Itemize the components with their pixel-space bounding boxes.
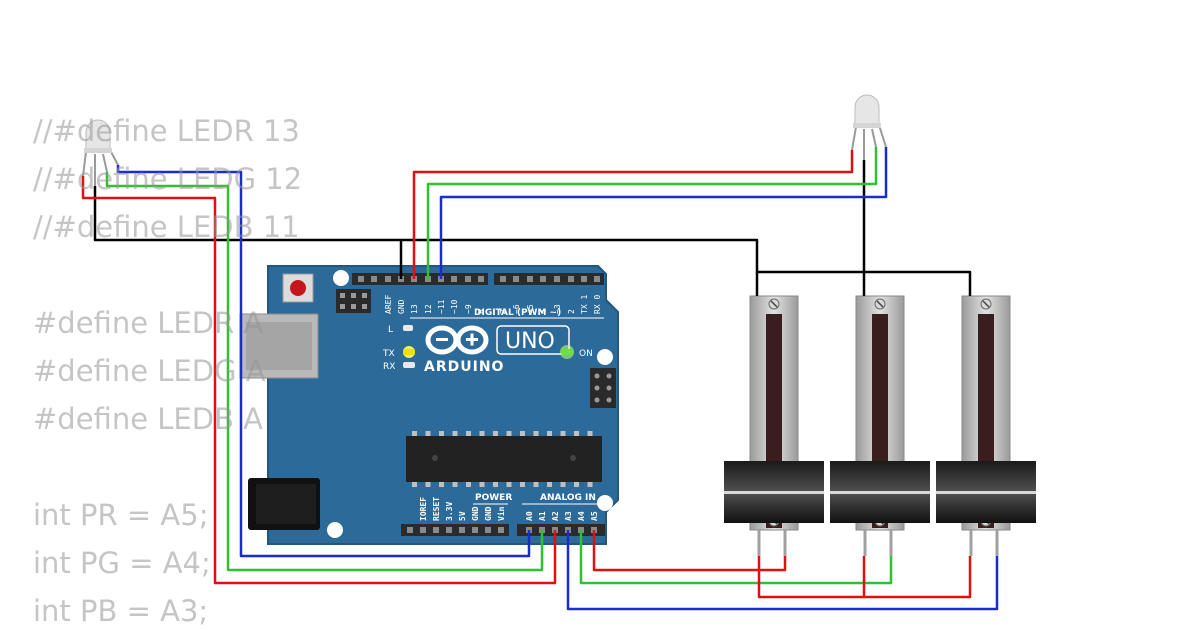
on-led-label: ON [579, 349, 593, 359]
wires [81, 147, 999, 611]
brand-label: ARDUINO [424, 359, 504, 375]
mounting-hole [597, 349, 613, 365]
mounting-hole [327, 522, 343, 538]
digital-pin-label: ~3 [553, 304, 562, 314]
digital-pin-label: 13 [410, 304, 419, 314]
icsp-header-2 [590, 368, 616, 408]
header-hole[interactable] [446, 527, 452, 533]
wire-red [592, 530, 787, 572]
wire-green [426, 147, 878, 279]
header-hole[interactable] [568, 276, 574, 282]
digital-pin-label: ~10 [450, 299, 459, 314]
power-pin-label: 5V [458, 511, 467, 521]
header-hole[interactable] [594, 276, 600, 282]
header-hole[interactable] [498, 527, 504, 533]
header-hole[interactable] [472, 527, 478, 533]
wire-blue [566, 530, 999, 611]
digital-pin-label: ~5 [526, 304, 535, 314]
icsp-header [336, 289, 371, 313]
digital-pin-label: ~11 [437, 299, 446, 314]
digital-pin-label: 8 [477, 309, 486, 314]
digital-pin-label: AREF [384, 295, 393, 314]
header-hole[interactable] [540, 276, 546, 282]
header-hole[interactable] [527, 276, 533, 282]
slider-knob[interactable] [830, 461, 930, 523]
digital-pin-label: ~6 [512, 304, 521, 314]
header-hole[interactable] [465, 276, 471, 282]
header-hole[interactable] [500, 276, 506, 282]
slide-potentiometer[interactable] [830, 295, 930, 556]
digital-pin-label: ~9 [464, 304, 473, 314]
reset-button[interactable] [282, 273, 314, 303]
header-hole[interactable] [358, 276, 364, 282]
digital-pin-label: 2 [567, 309, 576, 314]
digital-pin-label: GND [397, 299, 406, 314]
rgb-led-right[interactable] [851, 94, 887, 160]
power-header-label: POWER [475, 493, 512, 503]
on-led-body [561, 349, 573, 355]
model-label: UNO [505, 329, 555, 354]
header-hole[interactable] [478, 276, 484, 282]
wire-red [412, 150, 854, 279]
power-header [401, 524, 509, 536]
tx-led-body [403, 349, 415, 355]
digital-header-label: DIGITAL (PWM ~) [474, 308, 561, 318]
analog-pin-label: A1 [538, 511, 547, 521]
wire-blue [439, 147, 888, 279]
analog-pin-label: A3 [564, 511, 573, 521]
arduino-logo-icon [425, 325, 489, 355]
mounting-hole [597, 495, 613, 511]
wire-black [93, 186, 972, 296]
arduino-uno-board[interactable]: AREF GND 13 12 ~11 ~10 ~9 8 7 ~6 ~5 4 ~3 2 TX 1 RX 0 DI… [239, 265, 619, 545]
usb-connector [239, 313, 319, 379]
header-hole[interactable] [554, 276, 560, 282]
power-pin-label: Vin [496, 506, 506, 521]
power-pin-label: GND [484, 506, 493, 521]
digital-header-right [494, 273, 604, 285]
power-pin-label: GND [471, 506, 480, 521]
analog-pin-label: A2 [551, 511, 560, 521]
digital-pin-label: TX 1 [580, 295, 589, 314]
wire-green [105, 172, 544, 572]
wire-blue [116, 165, 531, 558]
digital-pin-label: RX 0 [593, 295, 602, 314]
rx-led-label: RX [383, 362, 395, 372]
digital-pin-label: 7 [499, 309, 508, 314]
header-hole[interactable] [459, 527, 465, 533]
power-pin-label: IOREF [419, 497, 428, 521]
atmega-chip [406, 431, 602, 487]
slider-knob[interactable] [936, 461, 1036, 523]
header-hole[interactable] [420, 527, 426, 533]
header-hole[interactable] [371, 276, 377, 282]
header-hole[interactable] [433, 527, 439, 533]
digital-pin-label: 12 [424, 304, 433, 314]
analog-pin-label: A0 [525, 511, 534, 521]
header-hole[interactable] [485, 527, 491, 533]
wire-red [81, 176, 557, 585]
dc-power-jack [248, 478, 320, 530]
header-hole[interactable] [385, 276, 391, 282]
rx-led [403, 362, 415, 368]
slider-knob[interactable] [724, 461, 824, 523]
header-hole[interactable] [407, 527, 413, 533]
l-led [403, 325, 413, 331]
header-hole[interactable] [451, 276, 457, 282]
header-hole[interactable] [513, 276, 519, 282]
tx-led-label: TX [382, 349, 395, 359]
analog-pin-label: A4 [577, 511, 586, 521]
wire-green [579, 530, 893, 585]
power-pin-label: RESET [432, 497, 441, 521]
slide-potentiometer[interactable] [936, 295, 1036, 556]
header-hole[interactable] [581, 276, 587, 282]
slide-potentiometer[interactable] [724, 295, 824, 556]
digital-pin-label: 4 [539, 309, 548, 314]
power-pin-label: 3.3V [445, 502, 454, 521]
l-led-label: L [388, 325, 393, 335]
analog-header-label: ANALOG IN [540, 493, 596, 503]
analog-pin-label: A5 [590, 511, 599, 521]
mounting-hole [333, 270, 349, 286]
rgb-led-left[interactable] [82, 119, 119, 186]
